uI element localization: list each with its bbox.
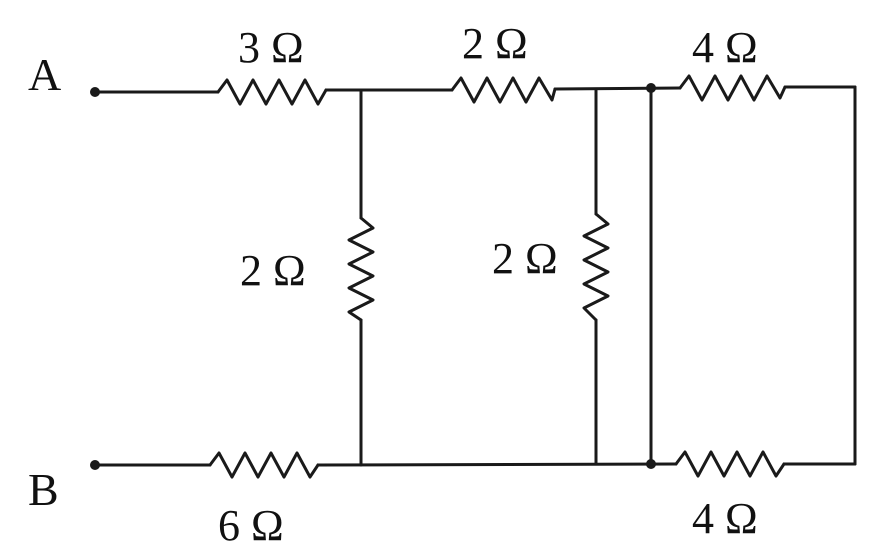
resistor-bottom-left xyxy=(208,451,320,479)
node-label-a: A xyxy=(28,49,61,100)
resistor-vertical-left xyxy=(347,216,375,322)
wire-top-2 xyxy=(553,86,682,91)
label-bottom-left: 6 Ω xyxy=(218,501,284,550)
node-label-b: B xyxy=(28,464,59,515)
wire-bottom-1 xyxy=(316,462,678,467)
resistor-top-right xyxy=(678,74,787,102)
resistor-top-left xyxy=(216,78,328,106)
label-vertical-middle: 2 Ω xyxy=(492,234,558,283)
label-top-left: 3 Ω xyxy=(238,23,304,72)
label-top-right: 4 Ω xyxy=(692,23,758,72)
label-top-middle: 2 Ω xyxy=(462,19,528,68)
resistor-top-middle xyxy=(450,76,557,104)
label-bottom-right: 4 Ω xyxy=(692,494,758,543)
resistor-vertical-middle xyxy=(582,212,610,322)
resistor-bottom-right xyxy=(674,450,786,478)
label-vertical-left: 2 Ω xyxy=(240,246,306,295)
